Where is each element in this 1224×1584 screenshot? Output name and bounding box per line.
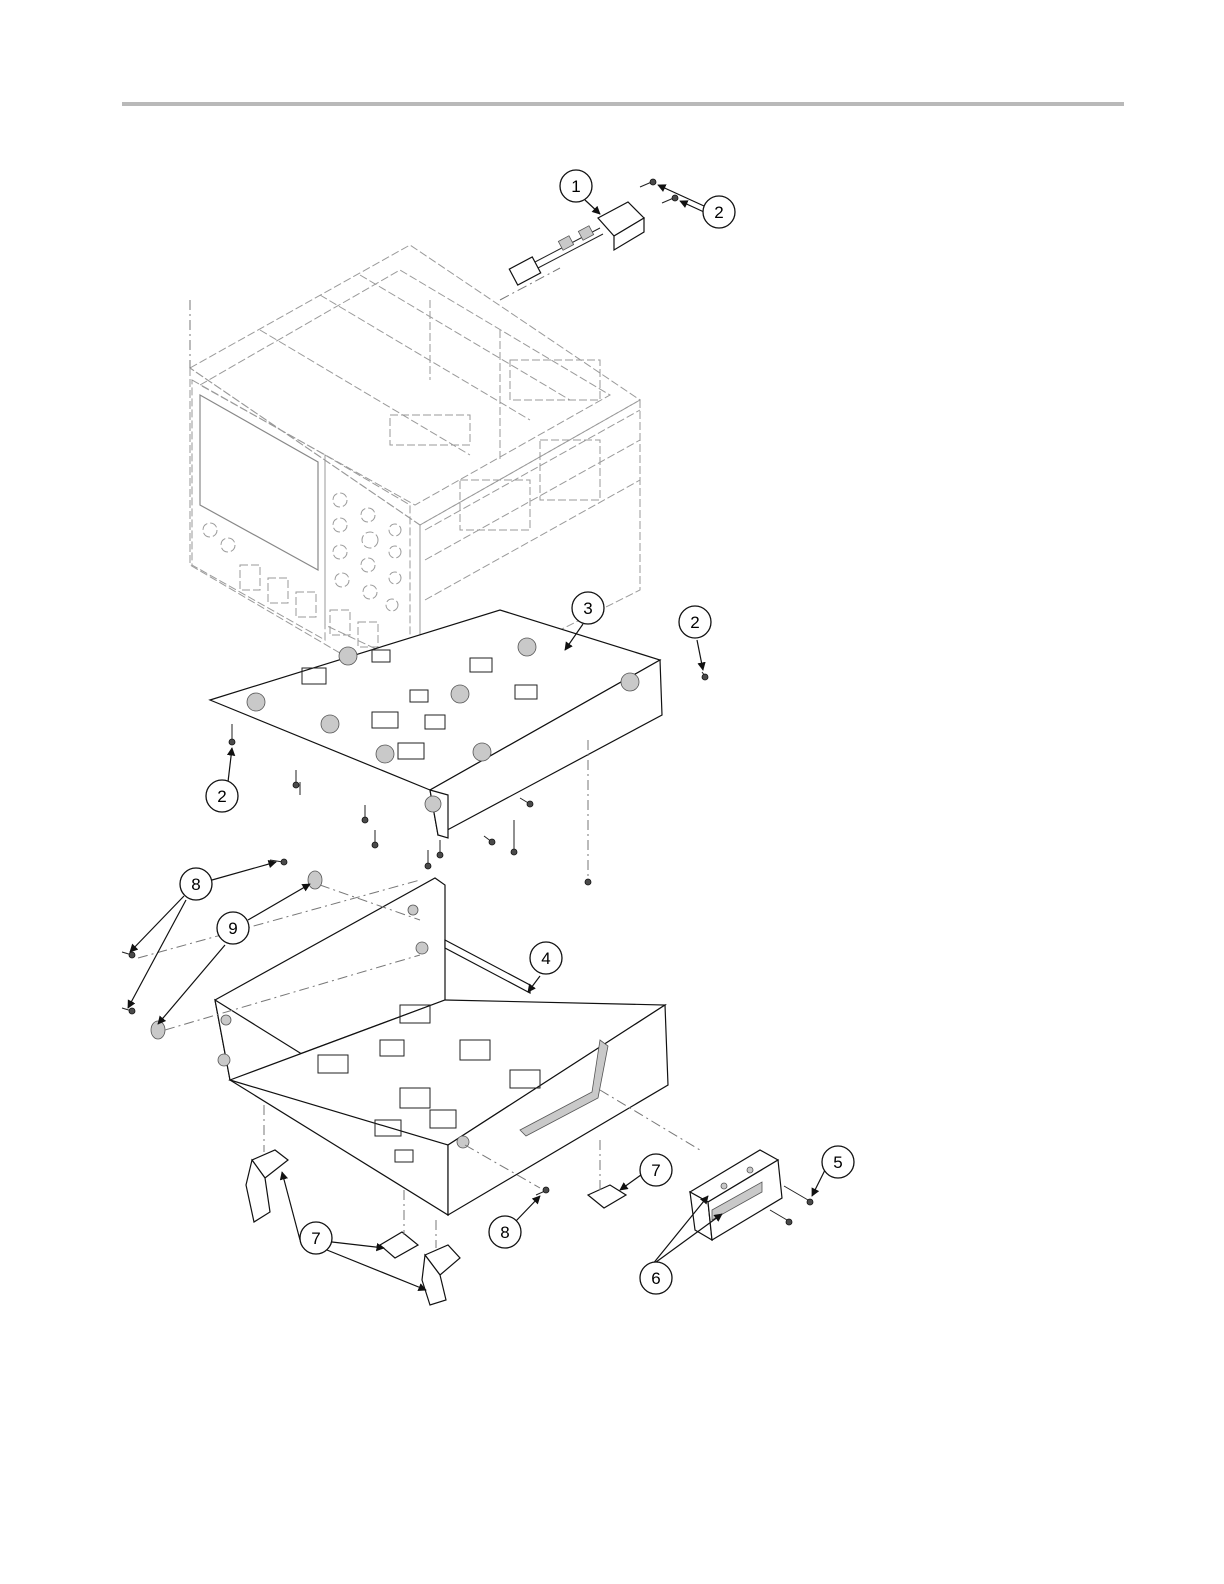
- bottom-cover-panel: [210, 610, 662, 838]
- callout-6: 6: [640, 1262, 672, 1294]
- callout-8-top: 8: [180, 868, 212, 900]
- svg-text:1: 1: [571, 177, 580, 196]
- callout-9: 9: [217, 912, 249, 944]
- callout-2-left: 2: [206, 780, 238, 812]
- carry-handle: [690, 1150, 782, 1240]
- callout-2-right: 2: [679, 606, 711, 638]
- front-panel: [192, 380, 410, 665]
- callout-4: 4: [530, 942, 562, 974]
- callout-7-left: 7: [300, 1222, 332, 1254]
- callout-1: 1: [560, 170, 592, 202]
- svg-text:2: 2: [714, 203, 723, 222]
- callout-8-bottom: 8: [489, 1216, 521, 1248]
- svg-text:7: 7: [651, 1161, 660, 1180]
- svg-text:6: 6: [651, 1269, 660, 1288]
- svg-text:7: 7: [311, 1229, 320, 1248]
- front-panel-knobs: [333, 493, 401, 611]
- svg-text:9: 9: [228, 919, 237, 938]
- svg-text:3: 3: [583, 599, 592, 618]
- svg-text:8: 8: [500, 1223, 509, 1242]
- svg-text:2: 2: [217, 787, 226, 806]
- power-cable-assembly: [500, 202, 644, 300]
- svg-text:4: 4: [541, 949, 550, 968]
- svg-text:8: 8: [191, 875, 200, 894]
- callout-3: 3: [572, 592, 604, 624]
- svg-text:2: 2: [690, 613, 699, 632]
- callout-7-right: 7: [640, 1154, 672, 1186]
- callout-2-top: 2: [703, 196, 735, 228]
- callout-5: 5: [822, 1146, 854, 1178]
- front-panel-connectors: [203, 523, 378, 647]
- svg-text:5: 5: [833, 1153, 842, 1172]
- instrument-chassis: [190, 245, 640, 700]
